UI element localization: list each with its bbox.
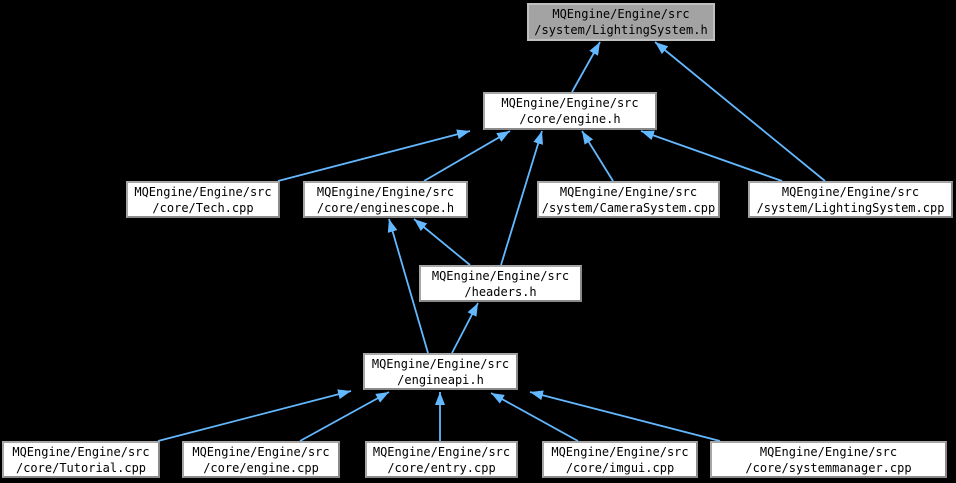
edge-headers-h-to-enginescope-h [413,218,471,266]
node-label-line1: MQEngine/Engine/src [192,444,330,459]
node-label-line1: MQEngine/Engine/src [552,7,690,21]
node-tutorial-cpp[interactable]: MQEngine/Engine/src /core/Tutorial.cpp [2,441,160,478]
node-label-line2: /engineapi.h [397,372,484,387]
node-label-line2: /core/Tech.cpp [152,200,254,215]
node-enginescope-h[interactable]: MQEngine/Engine/src /core/enginescope.h [303,181,468,218]
node-tech-cpp[interactable]: MQEngine/Engine/src /core/Tech.cpp [126,181,280,218]
node-camerasystem-cpp[interactable]: MQEngine/Engine/src /system/CameraSystem… [537,181,720,218]
node-lightingsystem-h: MQEngine/Engine/src /system/LightingSyst… [527,3,715,41]
node-lightingsystem-cpp[interactable]: MQEngine/Engine/src /system/LightingSyst… [748,181,953,218]
edge-lightingsystem-cpp-to-engine-h [640,130,783,182]
edge-tutorial-cpp-to-engineapi-h [157,389,352,442]
node-label-line2: /core/systemmanager.cpp [745,460,912,475]
node-label-line2: /system/LightingSystem.h [534,23,708,37]
edge-systemmanager-cpp-to-engineapi-h [529,390,721,442]
node-label-line1: MQEngine/Engine/src [551,444,689,459]
edge-engine-cpp-to-engineapi-h [299,391,390,442]
edge-engineapi-h-to-headers-h [451,302,479,354]
node-engine-cpp[interactable]: MQEngine/Engine/src /core/engine.cpp [182,441,340,478]
edge-enginescope-h-to-engine-h [423,130,511,182]
node-engineapi-h[interactable]: MQEngine/Engine/src /engineapi.h [363,353,518,390]
node-label-line1: MQEngine/Engine/src [781,184,920,199]
node-entry-cpp[interactable]: MQEngine/Engine/src /core/entry.cpp [365,441,518,478]
node-label-line1: MQEngine/Engine/src [316,184,455,199]
node-systemmanager-cpp[interactable]: MQEngine/Engine/src /core/systemmanager.… [710,441,947,478]
node-label-line1: MQEngine/Engine/src [12,444,150,459]
edge-headers-h-to-engine-h [500,130,543,266]
node-label-line2: /system/LightingSystem.cpp [756,200,945,215]
node-label-line1: MQEngine/Engine/src [372,444,511,459]
node-label-line1: MQEngine/Engine/src [501,96,639,110]
node-label-line2: /core/engine.h [519,112,621,126]
node-label-line2: /core/Tutorial.cpp [15,460,147,475]
node-label-line1: MQEngine/Engine/src [134,184,272,199]
node-label-line1: MQEngine/Engine/src [431,268,570,283]
edge-engineapi-h-to-enginescope-h [387,218,429,354]
node-label-line1: MQEngine/Engine/src [759,444,898,459]
node-imgui-cpp[interactable]: MQEngine/Engine/src /core/imgui.cpp [542,441,698,478]
node-label-line2: /core/imgui.cpp [565,460,675,475]
node-label-line1: MQEngine/Engine/src [371,356,510,371]
node-headers-h[interactable]: MQEngine/Engine/src /headers.h [419,265,582,302]
node-label-line2: /core/enginescope.h [316,200,455,215]
node-engine-h[interactable]: MQEngine/Engine/src /core/engine.h [483,92,657,130]
node-label-line2: /headers.h [464,284,537,299]
node-label-line2: /system/CameraSystem.cpp [541,200,716,215]
node-label-line1: MQEngine/Engine/src [559,184,698,199]
node-label-line2: /core/engine.cpp [203,460,319,475]
node-label-line2: /core/entry.cpp [387,460,496,475]
edge-imgui-cpp-to-engineapi-h [490,392,579,442]
edge-camerasystem-cpp-to-engine-h [581,130,614,182]
edge-tech-cpp-to-engine-h [277,129,471,182]
edge-lightingsystem-cpp-to-lightingsystem-h [654,41,826,182]
edge-engine-h-to-lightingsystem-h [571,41,601,93]
